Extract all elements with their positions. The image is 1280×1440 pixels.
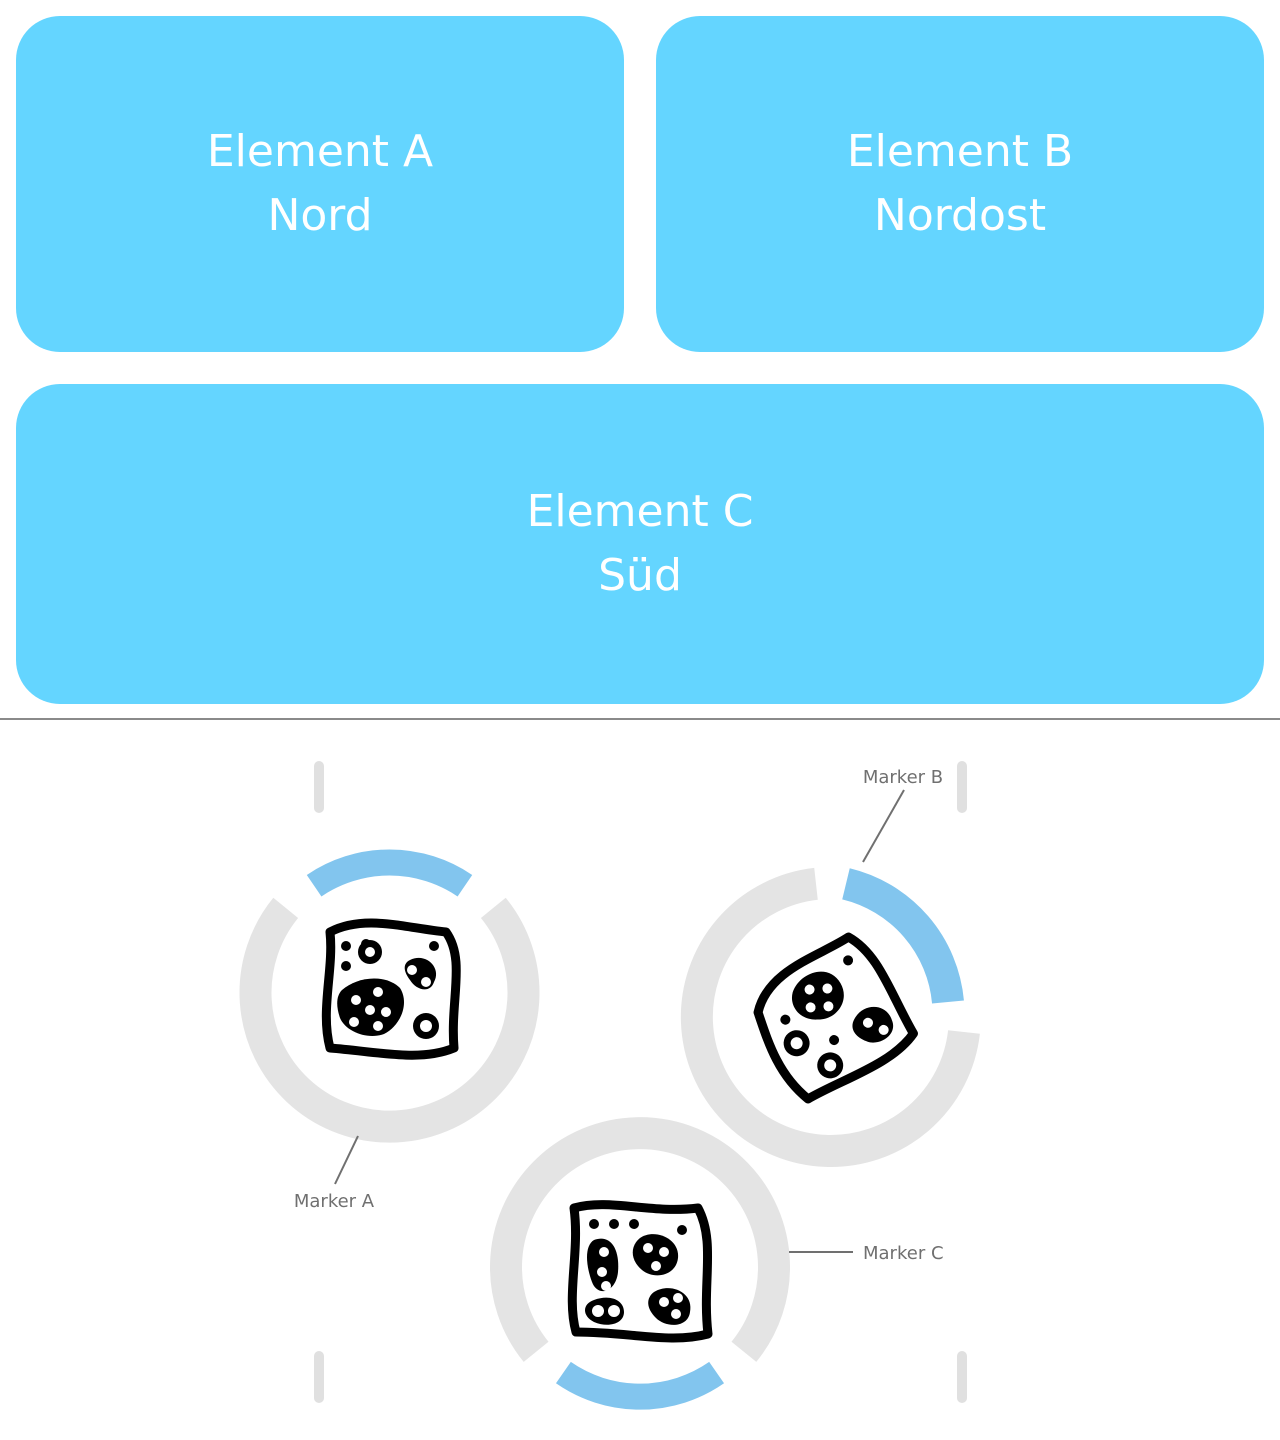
tile-subtitle: Süd: [598, 550, 682, 601]
ring-highlight: [306, 849, 473, 897]
marker-b-label: Marker B: [863, 767, 943, 788]
ring-highlight: [841, 868, 964, 1004]
marker-c[interactable]: [490, 1117, 790, 1410]
tile-title: Element B: [846, 126, 1074, 177]
leader-lines: [334, 789, 905, 1253]
bacteria-icon: [753, 932, 918, 1104]
tile-title: Element C: [526, 486, 754, 537]
tile-element-c[interactable]: Element C Süd: [16, 384, 1264, 704]
bacteria-icon: [321, 918, 461, 1060]
marker-a-label: Marker A: [294, 1191, 375, 1212]
marker-diagram: Marker A Marker B Marker C: [239, 761, 980, 1410]
marker-c-label: Marker C: [863, 1243, 944, 1264]
ring-track: [239, 897, 540, 1143]
marker-b[interactable]: [680, 867, 980, 1167]
tile-subtitle: Nord: [267, 190, 373, 241]
section-divider: [0, 718, 1280, 720]
corner-ticks: [314, 761, 967, 1403]
tile-subtitle: Nordost: [873, 190, 1047, 241]
ring-track: [680, 867, 980, 1167]
ring-highlight: [555, 1361, 725, 1410]
tile-element-a[interactable]: Element A Nord: [16, 16, 624, 352]
leader-line-b: [862, 789, 905, 863]
leader-line-a: [334, 1135, 359, 1185]
marker-a[interactable]: [239, 849, 540, 1143]
bacteria-icon: [567, 1200, 713, 1343]
tile-title: Element A: [206, 126, 434, 177]
ring-track: [490, 1117, 790, 1362]
tile-element-b[interactable]: Element B Nordost: [656, 16, 1264, 352]
